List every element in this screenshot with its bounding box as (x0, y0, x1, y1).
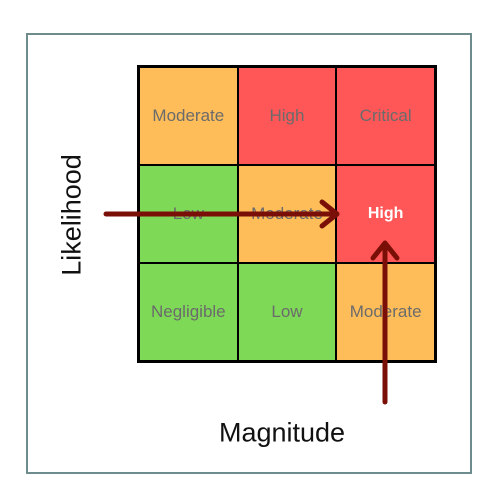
cell-r3-c2: Low (237, 263, 337, 361)
risk-matrix: Moderate High Critical Low Moderate High… (137, 65, 437, 363)
cell-r3-c1: Negligible (139, 263, 238, 361)
cell-r2-c3-highlighted: High (336, 165, 435, 263)
cell-r1-c3: Critical (336, 67, 435, 165)
cell-r3-c3: Moderate (336, 263, 435, 361)
cell-r2-c1: Low (139, 165, 238, 263)
cell-r1-c1: Moderate (139, 67, 238, 165)
y-axis-label: Likelihood (56, 154, 87, 276)
cell-r1-c2: High (237, 67, 337, 165)
cell-r2-c2: Moderate (237, 165, 337, 263)
x-axis-label: Magnitude (218, 417, 346, 448)
